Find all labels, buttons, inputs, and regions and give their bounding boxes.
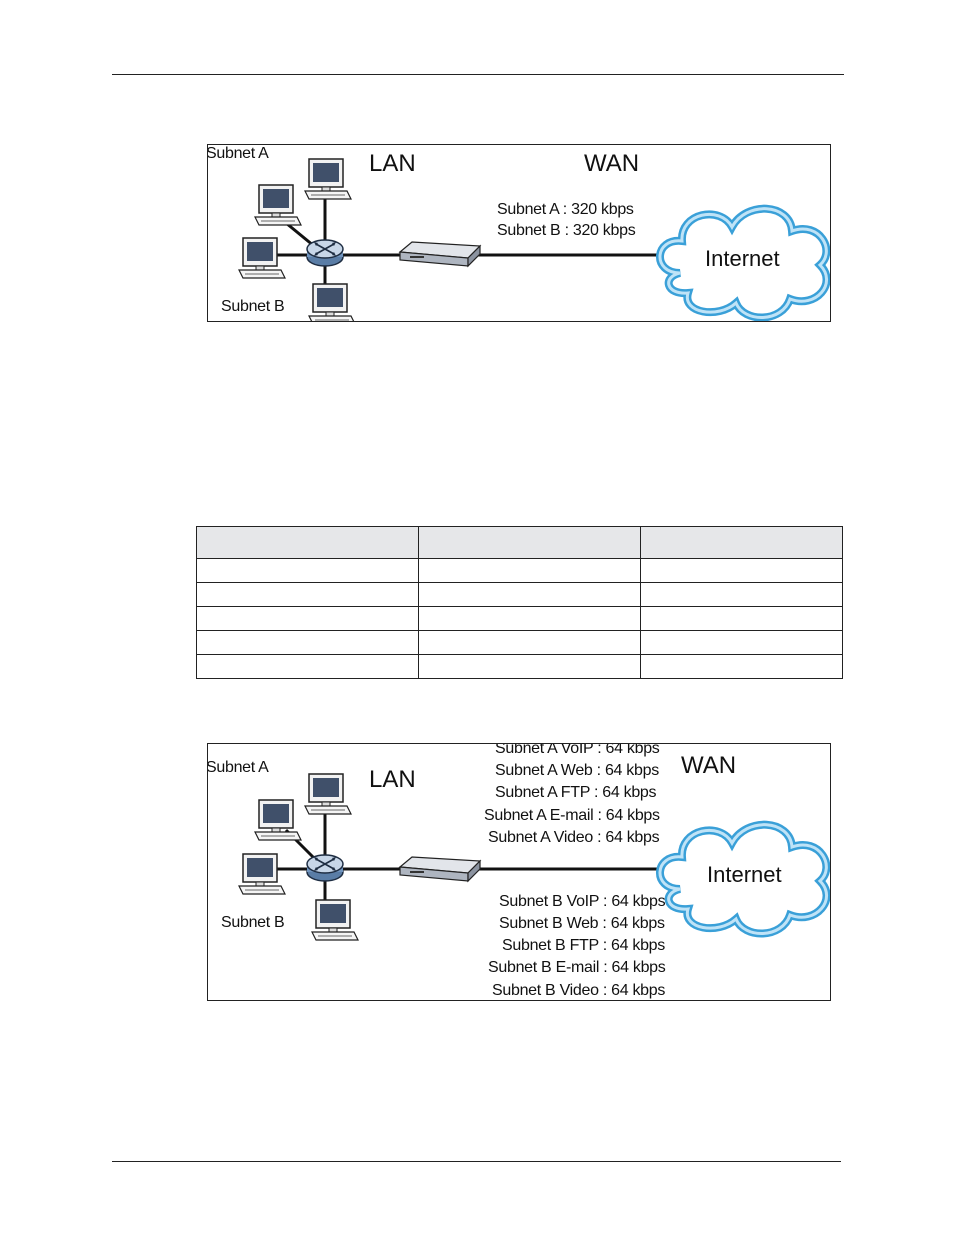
rate-label: Subnet B VoIP : 64 kbps [499,893,666,910]
table-row [196,558,843,583]
table-header-cell [418,526,641,559]
computer-icon [254,184,302,226]
wan-label: WAN [681,752,737,779]
rate-label: Subnet A : 320 kbps [497,201,634,218]
computer-icon [311,899,359,941]
table-row [196,606,843,631]
table-cell [196,582,419,607]
wan-label: WAN [584,150,640,177]
router-icon [306,239,344,267]
diagram-graphics [238,158,830,321]
rate-label: Subnet A FTP : 64 kbps [495,784,657,801]
table-row [196,582,843,607]
table-cell [196,630,419,655]
network-diagram-subnet-bandwidth: Subnet A Subnet B LAN WAN Subnet A : 320… [207,144,831,322]
subnet-a-label: Subnet A [207,145,269,162]
table-cell [640,582,843,607]
diagram-graphics [238,773,830,941]
rate-label: Subnet B Video : 64 kbps [492,982,666,999]
rate-label: Subnet A Web : 64 kbps [495,762,659,779]
gateway-device-icon [399,241,481,267]
subnet-b-label: Subnet B [221,298,285,315]
computer-icon [304,773,352,815]
subnet-b-label: Subnet B [221,914,285,931]
network-diagram-application-bandwidth: Subnet A Subnet B LAN WAN Subnet A VoIP … [207,743,831,1001]
computer-icon [238,237,286,279]
table-cell [418,654,641,679]
table-cell [640,630,843,655]
rate-label: Subnet B E-mail : 64 kbps [488,959,666,976]
rate-label: Subnet A VoIP : 64 kbps [495,743,660,757]
table-cell [196,654,419,679]
table-header-row [196,526,843,559]
computer-icon [238,853,286,895]
table-cell [418,606,641,631]
subnet-a-label: Subnet A [207,759,269,776]
table-cell [640,606,843,631]
table-cell [196,606,419,631]
internet-label: Internet [705,246,780,271]
table-header-cell [196,526,419,559]
footer-rule [112,1161,841,1162]
router-icon [306,854,344,882]
computer-icon [304,158,352,200]
table-header-cell [640,526,843,559]
table-cell [418,582,641,607]
table-cell [196,558,419,583]
table-row [196,630,843,655]
table-cell [640,558,843,583]
lan-label: LAN [369,766,416,793]
computer-icon [308,283,356,321]
table-cell [418,558,641,583]
lan-label: LAN [369,150,416,177]
table-cell [640,654,843,679]
table-row [196,654,843,679]
header-rule [112,74,844,75]
bandwidth-table [196,526,843,679]
rate-label: Subnet A E-mail : 64 kbps [484,807,660,824]
rate-label: Subnet B : 320 kbps [497,222,636,239]
rate-label: Subnet B Web : 64 kbps [499,915,665,932]
internet-label: Internet [707,862,782,887]
rate-label: Subnet A Video : 64 kbps [488,829,660,846]
rate-label: Subnet B FTP : 64 kbps [502,937,665,954]
computer-icon [254,799,302,841]
gateway-device-icon [399,856,481,882]
table-cell [418,630,641,655]
